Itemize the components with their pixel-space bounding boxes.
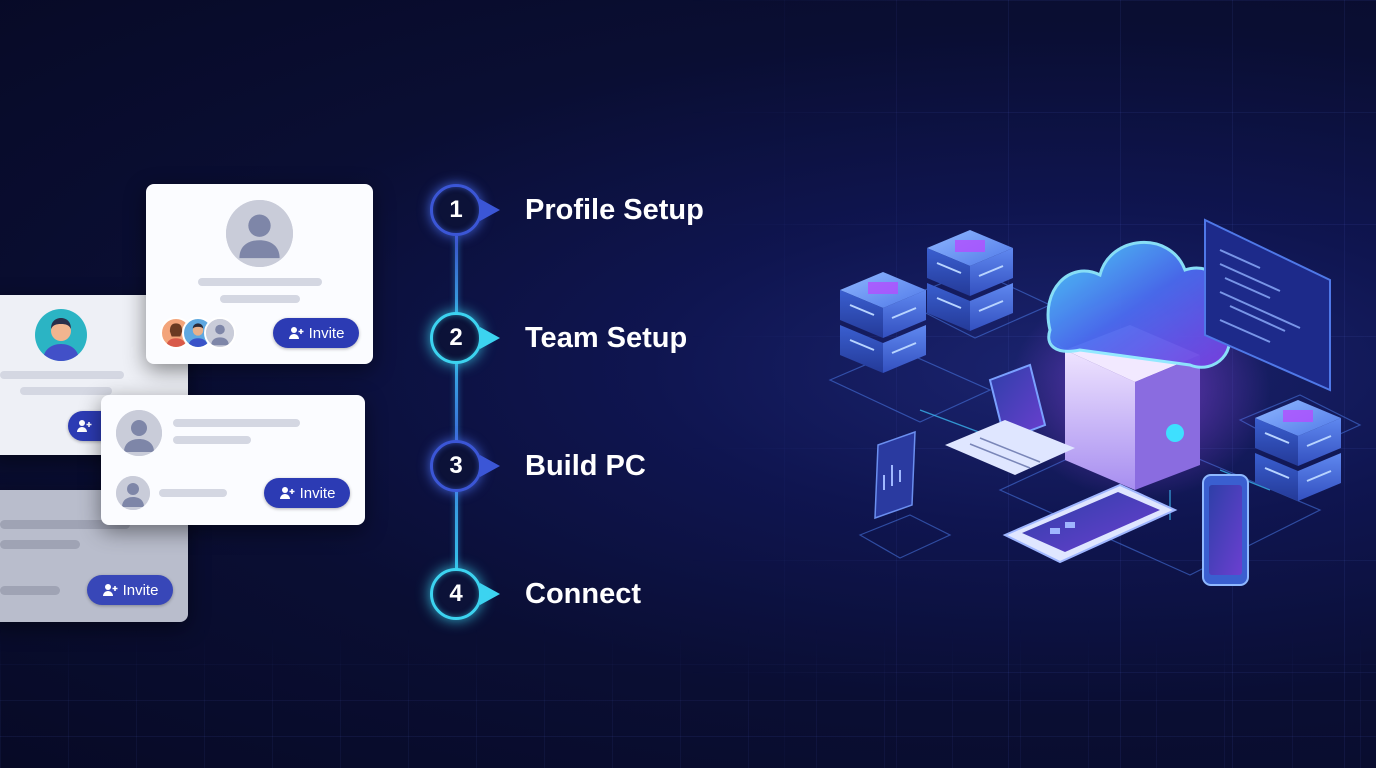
- member-avatar: [204, 317, 236, 349]
- person-placeholder-icon: [116, 410, 162, 456]
- avatar: [116, 476, 150, 510]
- add-user-icon: [102, 584, 118, 596]
- placeholder-line: [173, 419, 300, 427]
- add-user-icon: [279, 487, 295, 499]
- invite-button[interactable]: Invite: [264, 478, 350, 508]
- add-user-icon: [288, 327, 304, 339]
- person-avatar-icon: [188, 323, 208, 347]
- placeholder-line: [159, 489, 227, 497]
- server-stack-icon: [840, 272, 926, 373]
- person-placeholder-icon: [206, 319, 234, 347]
- steps-connector-line: [455, 236, 458, 570]
- placeholder-line: [20, 387, 112, 395]
- floor-grid: [0, 628, 1376, 768]
- cloud-icon: [1046, 240, 1232, 369]
- placeholder-line: [0, 520, 130, 529]
- placeholder-line: [0, 586, 60, 595]
- step-pointer: [480, 199, 500, 221]
- step-number-badge: 3: [430, 440, 482, 492]
- step-number-badge: 1: [430, 184, 482, 236]
- step-pointer: [480, 455, 500, 477]
- cloud-infrastructure-illustration: [828, 218, 1362, 586]
- profile-card-top: Invite: [146, 184, 373, 364]
- invite-label: Invite: [308, 324, 345, 342]
- step-label: Profile Setup: [525, 194, 704, 226]
- invite-button[interactable]: Invite: [273, 318, 359, 348]
- step-label: Connect: [525, 578, 641, 610]
- person-placeholder-icon: [226, 200, 293, 267]
- step-number-badge: 2: [430, 312, 482, 364]
- profile-card-front: Invite: [101, 395, 365, 525]
- placeholder-line: [220, 295, 300, 303]
- placeholder-line: [198, 278, 322, 286]
- placeholder-line: [0, 371, 124, 379]
- server-stack-icon: [927, 230, 1013, 331]
- server-stack-icon: [1255, 400, 1341, 501]
- placeholder-line: [173, 436, 251, 444]
- avatar: [35, 309, 87, 361]
- avatar: [226, 200, 293, 267]
- person-placeholder-icon: [116, 476, 150, 510]
- step-label: Build PC: [525, 450, 646, 482]
- person-avatar-icon: [43, 318, 79, 361]
- step-number-badge: 4: [430, 568, 482, 620]
- step-connect[interactable]: 4 Connect: [430, 568, 750, 624]
- step-profile-setup[interactable]: 1 Profile Setup: [430, 184, 750, 240]
- placeholder-line: [0, 540, 80, 549]
- step-pointer: [480, 327, 500, 349]
- add-user-icon: [77, 420, 92, 432]
- chart-card-icon: [874, 430, 916, 520]
- invite-button[interactable]: Invite: [87, 575, 173, 605]
- avatar: [116, 410, 162, 456]
- step-label: Team Setup: [525, 322, 688, 354]
- step-build-pc[interactable]: 3 Build PC: [430, 440, 750, 496]
- person-avatar-icon: [166, 323, 186, 347]
- invite-label: Invite: [122, 581, 159, 599]
- tablet-icon: [1002, 483, 1178, 564]
- laptop-icon: [945, 363, 1075, 475]
- invite-label: Invite: [299, 484, 336, 502]
- step-pointer: [480, 583, 500, 605]
- phone-icon: [1202, 474, 1249, 586]
- step-team-setup[interactable]: 2 Team Setup: [430, 312, 750, 368]
- code-window-icon: [1204, 218, 1331, 392]
- member-avatar-group: [160, 317, 240, 349]
